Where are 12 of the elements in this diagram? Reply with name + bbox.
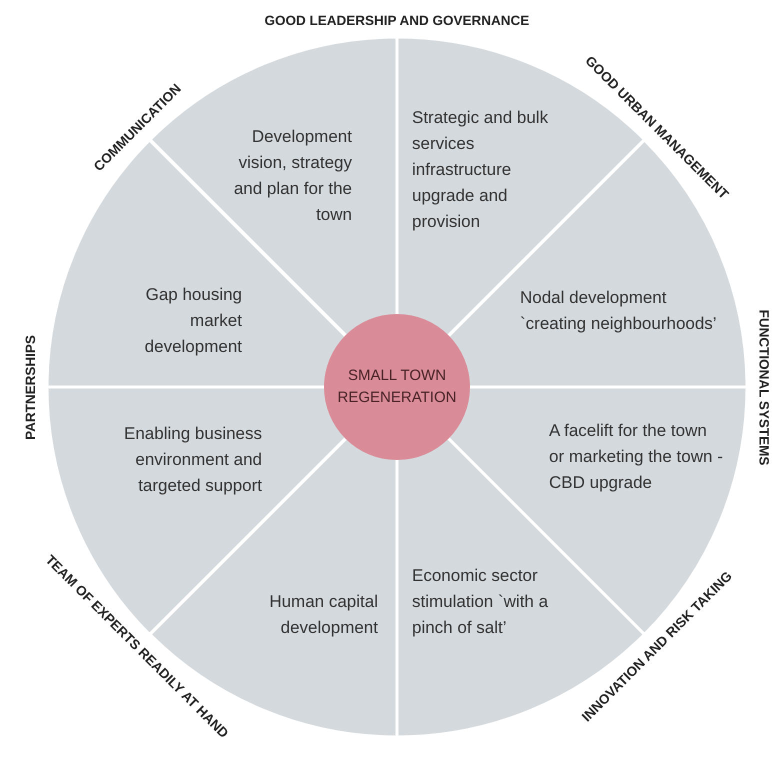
segment-text: Gap housing market development [144,284,242,358]
category-label: FUNCTIONAL SYSTEMS [756,309,772,465]
segment-text: Strategic and bulk services infrastructure upgrade and provision [412,107,550,233]
segment-text: Nodal development `creating neighbourhoods’ [520,286,718,335]
center-title: SMALL TOWN REGENERATION [336,366,458,408]
segment-text: Enabling business environment and targeted support [123,423,262,497]
segment-text: Development vision, strategy and plan for the town [232,126,352,226]
category-label: PARTNERSHIPS [22,334,38,440]
segment-text: Economic sector stimulation `with a pinch of salt’ [412,565,550,639]
segment-text: Human capital development [268,591,378,639]
category-label: GOOD LEADERSHIP AND GOVERNANCE [264,12,530,28]
segment-text: A facelift for the town or marketing the town - CBD upgrade [549,420,724,494]
